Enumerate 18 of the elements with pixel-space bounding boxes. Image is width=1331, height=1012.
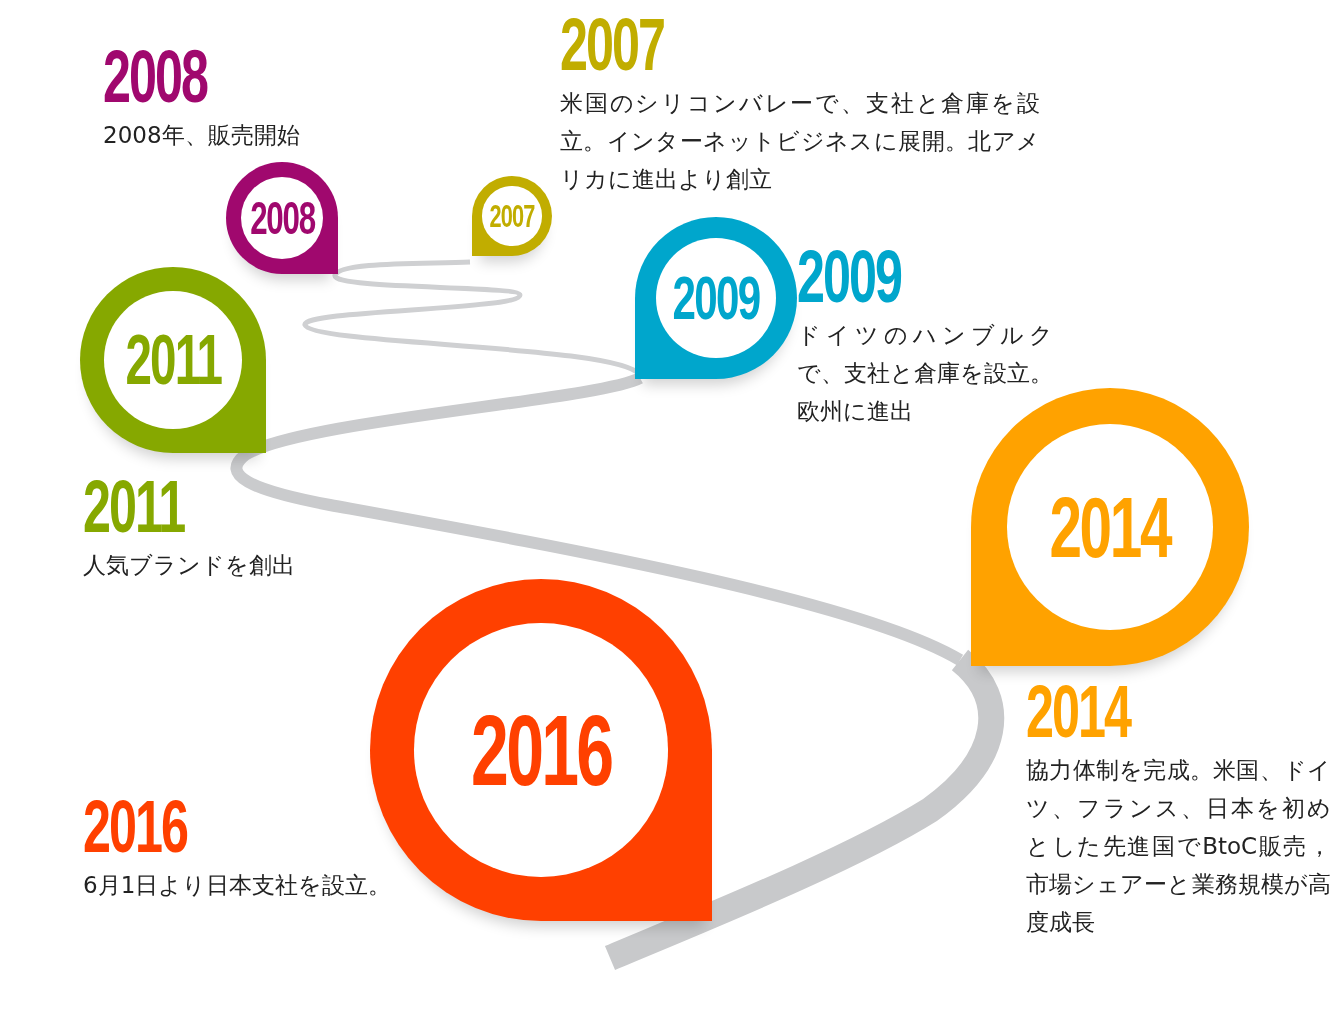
milestone-description: 米国のシリコンバレーで、支社と倉庫を設立。インターネットビジネスに展開。北アメリカに進出より創立 <box>560 89 1040 194</box>
milestone-description: 6月1日より日本支社を設立。 <box>83 871 393 900</box>
milestone-description: 協力体制を完成。米国、ドイツ、フランス、日本を初めとした先進国でBtoC販売，市場シェアーと業務規模が高度成長 <box>1026 756 1331 937</box>
year-heading: 2008 <box>103 40 209 114</box>
year-label: 2014 <box>1049 484 1171 570</box>
milestone-description: 人気ブランドを創出 <box>83 551 296 580</box>
year-heading: 2011 <box>83 470 186 544</box>
milestone-description: 2008年、販売開始 <box>103 121 301 150</box>
year-heading: 2014 <box>1026 675 1132 749</box>
year-label: 2016 <box>470 700 612 800</box>
year-heading: 2007 <box>560 8 665 82</box>
year-label: 2009 <box>672 267 760 329</box>
year-heading: 2009 <box>797 240 902 314</box>
year-heading: 2016 <box>83 790 188 864</box>
milestone-description: ドイツのハンブルクで、支社と倉庫を設立。欧州に進出 <box>797 321 1053 426</box>
year-label: 2007 <box>489 200 535 232</box>
year-label: 2008 <box>249 195 315 241</box>
year-label: 2011 <box>125 325 221 395</box>
